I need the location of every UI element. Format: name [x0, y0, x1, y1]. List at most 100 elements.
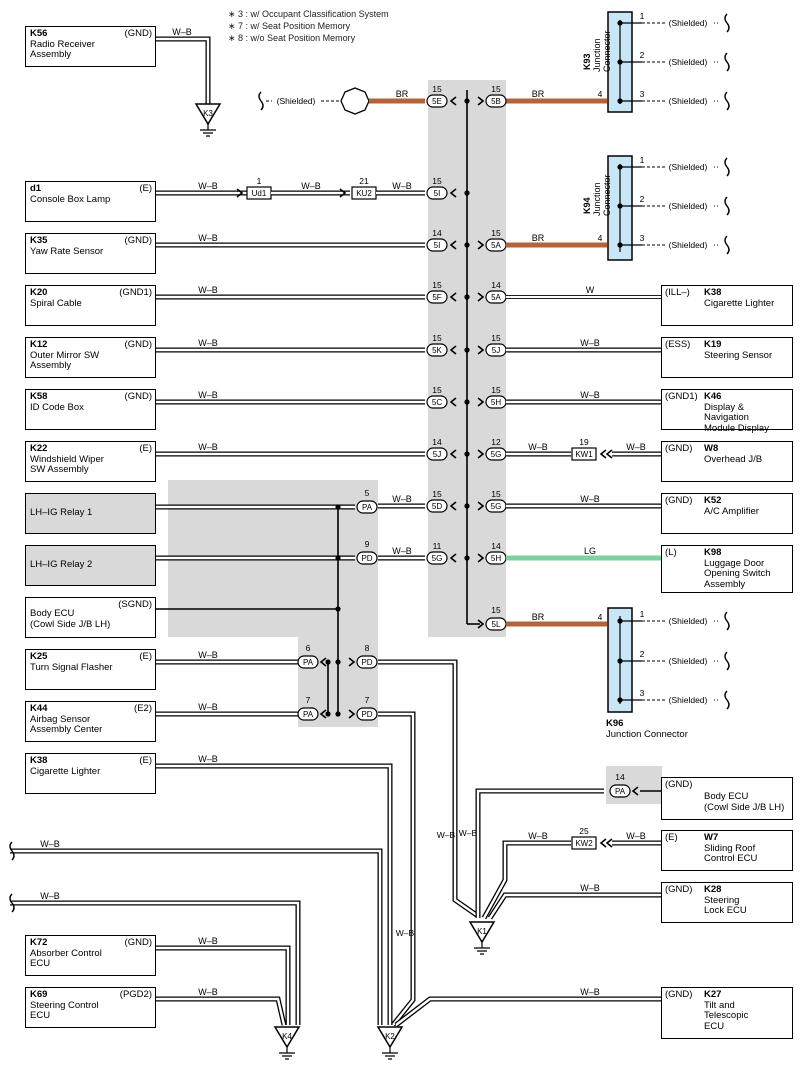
shield-end [9, 893, 15, 913]
pin-label: (ILL–) [665, 287, 690, 298]
jb-terminal-left [426, 395, 448, 409]
component-code: K25 [30, 651, 48, 662]
jc-code: K94 [582, 197, 592, 214]
pin-label: (SGND) [118, 599, 152, 610]
jc-k94-pin-num: 3 [640, 233, 645, 243]
ground-k1-label: K1 [477, 927, 487, 936]
jc-code: K93 [582, 53, 592, 70]
inline-kw1-text: KW1 [575, 450, 593, 459]
pin-label: (GND1) [119, 287, 152, 298]
wire-label: W–B [580, 883, 600, 893]
conn-chevron [339, 188, 347, 198]
wire-k38-k2-core [156, 764, 392, 1025]
wire-label: W–B [392, 181, 412, 191]
jc-k96-shielded: (Shielded) [669, 616, 708, 626]
jb-terminal-right-text: 5G [491, 450, 502, 459]
jb-junction-dot [464, 242, 470, 248]
wire-label: W–B [392, 546, 412, 556]
ground-k4 [273, 1026, 301, 1049]
inline-ku2-pin: 21 [359, 176, 369, 186]
pin-label: (L) [665, 547, 677, 558]
wire-k69-core [156, 997, 286, 1026]
jb-chevron [449, 188, 457, 198]
jb-chevron [449, 96, 457, 106]
pin-label: (E2) [134, 703, 152, 714]
component-code: W7 [704, 832, 719, 843]
jb-chevron [477, 397, 485, 407]
jb-pin-right: 15 [491, 489, 501, 499]
jc-k93-end [724, 91, 730, 111]
jb-terminal-left [426, 290, 448, 304]
jb-pin-left: 15 [432, 176, 442, 186]
jb-terminal-left-text: 5I [434, 189, 441, 198]
jc-k93-end [724, 13, 730, 33]
component-k12: K12 Outer Mirror SW Assembly (GND) [25, 337, 156, 378]
component-code: K98 [704, 547, 722, 558]
conn-chevron [605, 449, 613, 459]
jc-k94-label-bg [666, 161, 714, 172]
component-name: Tilt and Telescopic ECU [704, 999, 749, 1032]
wire-label: W [586, 285, 595, 295]
wire-label: W–B [198, 285, 218, 295]
jb-terminal-right-text: 5H [491, 554, 501, 563]
inline-kw1 [571, 447, 597, 461]
jb-chevron [449, 501, 457, 511]
component-name: LH–IG Relay 1 [30, 507, 93, 518]
jb-terminal-left-text: 5K [432, 346, 442, 355]
component-name: LH–IG Relay 2 [30, 559, 93, 570]
pin-label: (PGD2) [119, 989, 152, 1000]
component-code: K19 [704, 339, 722, 350]
jb-terminal-right-text: 5J [492, 346, 500, 355]
component-k44: K44 Airbag Sensor Assembly Center (E2) [25, 701, 156, 742]
component-k56: K56 Radio Receiver Assembly (GND) [25, 26, 156, 67]
jb-terminal-right-text: 5G [491, 502, 502, 511]
jb-chevron [477, 345, 485, 355]
pin-label: (GND) [124, 339, 152, 350]
ground-k4-label: K4 [282, 1032, 292, 1041]
component-code: K69 [30, 989, 48, 1000]
wire-k72-core [156, 946, 290, 1025]
wire-k69 [156, 996, 287, 1026]
jb-junction-dot [464, 294, 470, 300]
ground-k3-earth [200, 124, 216, 137]
jb-pin-right: 15 [491, 84, 501, 94]
wire-label: W–B [528, 831, 548, 841]
jc-k96-end [724, 651, 730, 671]
component-k35: K35 Yaw Rate Sensor (GND) [25, 233, 156, 274]
wire-label: W–B [392, 494, 412, 504]
inline-ku2-text: KU2 [356, 189, 372, 198]
component-name: Steering Sensor [704, 349, 773, 361]
component-code: K46 [704, 391, 722, 402]
jb-pin-right: 15 [491, 333, 501, 343]
jc-k96-pin-num: 2 [640, 649, 645, 659]
jb-terminal-right-text: 5A [491, 293, 501, 302]
jc-code: K96 [606, 718, 624, 729]
jc-k96-label-bg [666, 655, 714, 666]
jc-k94-end [724, 157, 730, 177]
wire-label: W–B [198, 233, 218, 243]
component-d1: d1 Console Box Lamp (E) [25, 181, 156, 222]
wire-k38-k2 [156, 763, 393, 1025]
component-name: Airbag Sensor Assembly Center [30, 713, 103, 735]
pin-label: (GND) [665, 989, 693, 1000]
jb-chevron [477, 449, 485, 459]
body-ecu-terminal-text: PA [615, 787, 626, 796]
jb-terminal-left [426, 551, 448, 565]
component-name: ID Code Box [30, 401, 84, 413]
conn-chevron [236, 188, 244, 198]
jc-k94-label: K94 [582, 197, 592, 214]
jb-pin-right: 12 [491, 437, 501, 447]
jc-k96-label-bg [666, 615, 714, 626]
conn-chevron [348, 657, 356, 667]
bus-dot [325, 711, 331, 717]
component-name: Radio Receiver Assembly [30, 38, 95, 60]
jb-pin-right: 15 [491, 605, 501, 615]
note-line: ∗ 3 : w/ Occupant Classification System [228, 9, 389, 19]
jb-chevron [449, 449, 457, 459]
jb-pin-right: 15 [491, 228, 501, 238]
pin-label: (E) [665, 832, 678, 843]
